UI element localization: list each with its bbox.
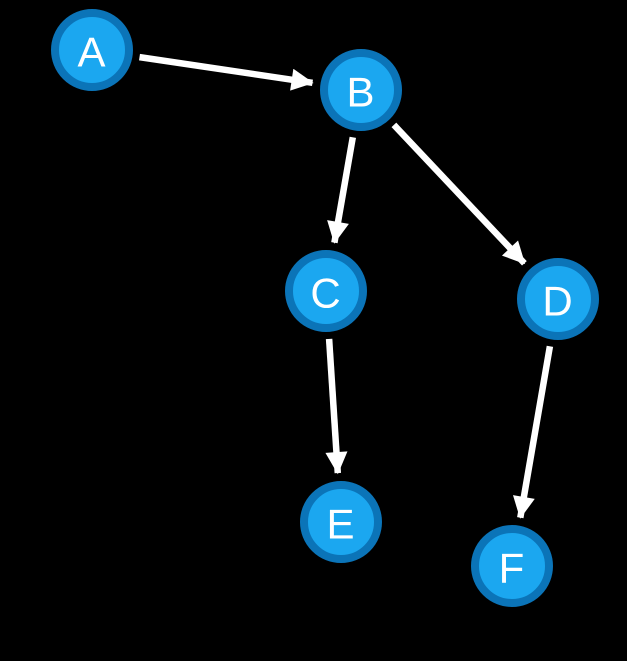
node-circle-F[interactable] — [471, 525, 553, 607]
edge-arrow-C-E — [325, 338, 348, 475]
nodes-layer: A B C D E F — [51, 9, 599, 607]
node-circle-E[interactable] — [300, 481, 382, 563]
graph-node-B[interactable]: B — [320, 49, 402, 131]
node-label-E: E — [326, 501, 355, 548]
graph-node-D[interactable]: D — [517, 258, 599, 340]
edge-arrow-B-C — [327, 136, 357, 244]
node-circle-B[interactable] — [320, 49, 402, 131]
graph-node-E[interactable]: E — [300, 481, 382, 563]
node-circle-D[interactable] — [517, 258, 599, 340]
node-label-B: B — [346, 69, 375, 116]
node-label-C: C — [310, 270, 341, 317]
node-label-D: D — [542, 278, 573, 325]
edge-arrow-B-D — [391, 122, 527, 266]
node-circle-C[interactable] — [285, 250, 367, 332]
node-label-F: F — [499, 545, 526, 592]
edge-arrow-D-F — [512, 345, 554, 519]
graph-node-A[interactable]: A — [51, 9, 133, 91]
node-circle-A[interactable] — [51, 9, 133, 91]
graph-node-F[interactable]: F — [471, 525, 553, 607]
node-label-A: A — [77, 29, 106, 76]
edge-arrow-A-B — [139, 53, 314, 91]
graph-node-C[interactable]: C — [285, 250, 367, 332]
edges-layer — [139, 53, 554, 519]
